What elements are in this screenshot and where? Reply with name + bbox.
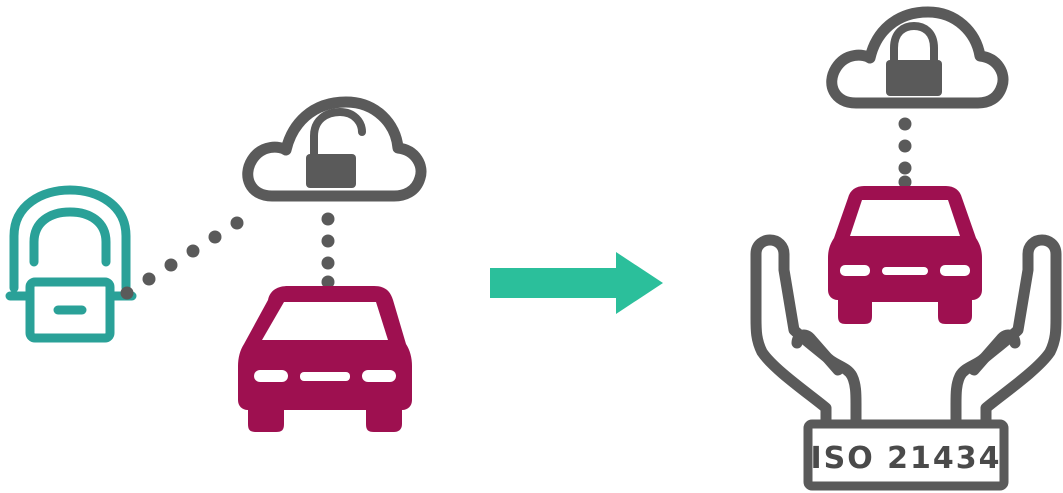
certificate-badge: ISO 21434 — [803, 419, 1009, 491]
cloud-car-dotted-link — [321, 212, 335, 289]
hacker-cloud-dotted-link — [120, 216, 244, 300]
hacker-icon — [5, 185, 137, 343]
iso-standard-label: ISO 21434 — [810, 441, 1001, 476]
car-icon — [238, 286, 412, 432]
protecting-hands-icon — [750, 234, 1062, 428]
arrow-right-icon — [490, 252, 663, 314]
unlocked-cloud-icon — [242, 96, 427, 202]
locked-cloud-icon — [826, 6, 1009, 109]
car-icon-protected — [828, 186, 982, 324]
locked-cloud-car-dotted-link — [898, 117, 912, 189]
